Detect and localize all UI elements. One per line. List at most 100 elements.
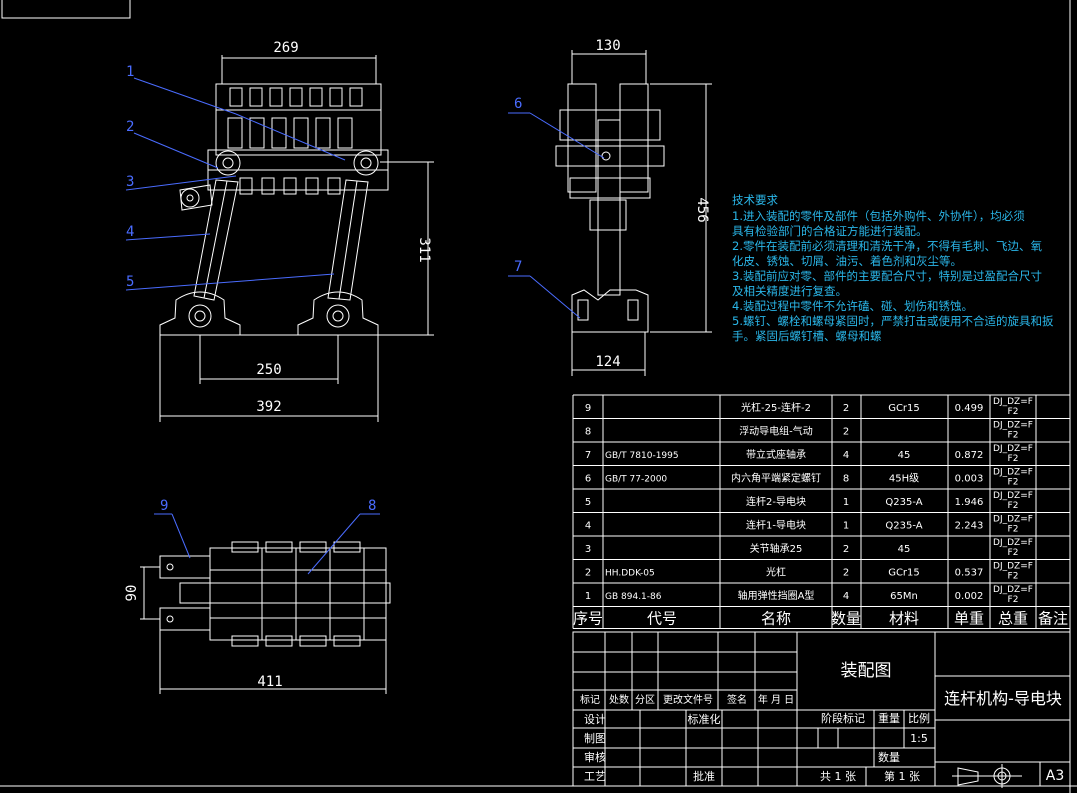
dim-front-base-outer: 392 <box>256 399 281 415</box>
tech-line-7: 4.装配过程中零件不允许磕、碰、划伤和锈蚀。 <box>732 299 973 313</box>
balloon-2: 2 <box>126 119 134 135</box>
label-draw: 制图 <box>584 732 606 745</box>
bom-row-no: 2 <box>585 568 591 579</box>
label-standardize: 标准化 <box>688 712 721 726</box>
label-count: 数量 <box>878 751 900 764</box>
front-view: 269 311 250 392 <box>159 40 434 422</box>
side-view: 130 456 124 6 7 <box>508 38 712 376</box>
label-design: 设计 <box>584 713 606 726</box>
bom-header-4: 材料 <box>889 610 919 628</box>
bom-row-material: Q235-A <box>885 497 922 508</box>
tech-line-1: 1.进入装配的零件及部件（包括外购件、外协件），均必须 <box>732 209 1025 223</box>
projection-symbol-icon <box>952 764 1022 788</box>
rev-label-date: 年 月 日 <box>758 693 794 706</box>
dim-side-base: 124 <box>595 354 620 370</box>
bom-row-qty: 2 <box>843 568 849 579</box>
bom-row-no: 5 <box>585 497 591 508</box>
bom-row-unit-weight: 0.003 <box>955 474 984 485</box>
bom-row-name: 浮动导电组-气动 <box>739 425 813 438</box>
label-weight: 重量 <box>878 711 900 725</box>
balloon-1: 1 <box>126 64 134 80</box>
label-check: 审核 <box>584 750 606 764</box>
dim-side-height: 456 <box>694 197 710 222</box>
balloon-7: 7 <box>514 259 522 275</box>
bom-header-3: 数量 <box>831 610 861 628</box>
bom-row-unit-weight: 0.537 <box>955 568 984 579</box>
balloon-6: 6 <box>514 96 522 112</box>
rev-label-zone: 分区 <box>635 694 655 706</box>
balloon-8: 8 <box>368 498 376 514</box>
bom-row-qty: 2 <box>843 544 849 555</box>
dim-top-width: 411 <box>257 674 282 690</box>
tech-line-3: 2.零件在装配前必须清理和清洗干净，不得有毛刺、飞边、氧 <box>732 239 1042 253</box>
bom-header-1: 代号 <box>647 610 677 628</box>
bom-row-qty: 1 <box>843 521 849 532</box>
balloon-3: 3 <box>126 174 134 190</box>
bom-row-qty: 2 <box>843 403 849 414</box>
bom-row-unit-weight: 0.002 <box>955 591 984 602</box>
bom-header-6: 总重 <box>998 610 1028 628</box>
bom-row-no: 3 <box>585 544 591 555</box>
dim-front-top: 269 <box>273 40 298 56</box>
tech-line-8: 5.螺钉、螺栓和螺母紧固时，严禁打击或使用不合适的旋具和扳 <box>732 314 1054 328</box>
tech-title: 技术要求 <box>732 193 778 207</box>
bom-row-code: GB/T 7810-1995 <box>605 451 679 461</box>
sheet-number: 第 1 张 <box>884 769 920 783</box>
bom-row-qty: 8 <box>843 474 849 485</box>
rev-label-mark: 标记 <box>580 694 600 706</box>
bom-row-no: 8 <box>585 427 591 438</box>
sheet-size: A3 <box>1046 768 1064 784</box>
bom-row-no: 7 <box>585 450 591 461</box>
bom-header-5: 单重 <box>954 610 984 628</box>
bom-row-name: 内六角平端紧定螺钉 <box>731 472 821 485</box>
bom-row-unit-weight: 1.946 <box>955 497 984 508</box>
dim-side-top: 130 <box>595 38 620 54</box>
bom-row-no: 1 <box>585 591 591 602</box>
bom-row-name: 带立式座轴承 <box>746 448 806 461</box>
scale-value: 1:5 <box>910 732 928 745</box>
bom-row-qty: 2 <box>843 427 849 438</box>
drawing-name: 连杆机构-导电块 <box>944 689 1062 708</box>
bom-header-7: 备注 <box>1038 610 1068 628</box>
bom-row-name: 光杠-25-连杆-2 <box>741 401 811 414</box>
bom-row-material: 45 <box>898 450 911 461</box>
dim-front-height: 311 <box>416 237 432 262</box>
bom-row-unit-weight: 0.872 <box>955 450 984 461</box>
bom-row-qty: 4 <box>843 450 849 461</box>
tech-line-4: 化皮、锈蚀、切屑、油污、着色剂和灰尘等。 <box>732 254 962 268</box>
bom-row-qty: 4 <box>843 591 849 602</box>
bom-header-0: 序号 <box>573 610 603 628</box>
balloon-5: 5 <box>126 274 134 290</box>
bom-row-material: 65Mn <box>890 591 918 602</box>
bom-row-code: GB/T 77-2000 <box>605 475 667 485</box>
bom-row-unit-weight: 2.243 <box>955 521 984 532</box>
bom-row-name: 连杆1-导电块 <box>746 519 806 532</box>
bom-row-name: 光杠 <box>766 566 786 579</box>
tech-line-2: 具有检验部门的合格证方能进行装配。 <box>732 224 928 238</box>
label-scale: 比例 <box>908 711 930 725</box>
label-approve: 批准 <box>693 769 715 783</box>
label-process: 工艺 <box>584 770 606 783</box>
rev-label-sign: 签名 <box>727 693 747 706</box>
bom-header-2: 名称 <box>761 610 791 628</box>
bom-row-name: 连杆2-导电块 <box>746 495 806 508</box>
bom-row-code: GB 894.1-86 <box>605 592 662 602</box>
tech-line-6: 及相关精度进行复查。 <box>732 284 847 298</box>
bom-row-unit-weight: 0.499 <box>955 403 984 414</box>
top-view: 90 411 9 8 <box>124 498 391 694</box>
label-stage-mark: 阶段标记 <box>821 711 865 725</box>
bom-row-qty: 1 <box>843 497 849 508</box>
title-block: 标记 处数 分区 更改文件号 签名 年 月 日 设计 标准化 制图 审核 工艺 … <box>572 631 1071 788</box>
dim-top-height: 90 <box>124 585 140 602</box>
bom-row-material: GCr15 <box>888 568 920 579</box>
rev-label-docno: 更改文件号 <box>663 693 713 706</box>
